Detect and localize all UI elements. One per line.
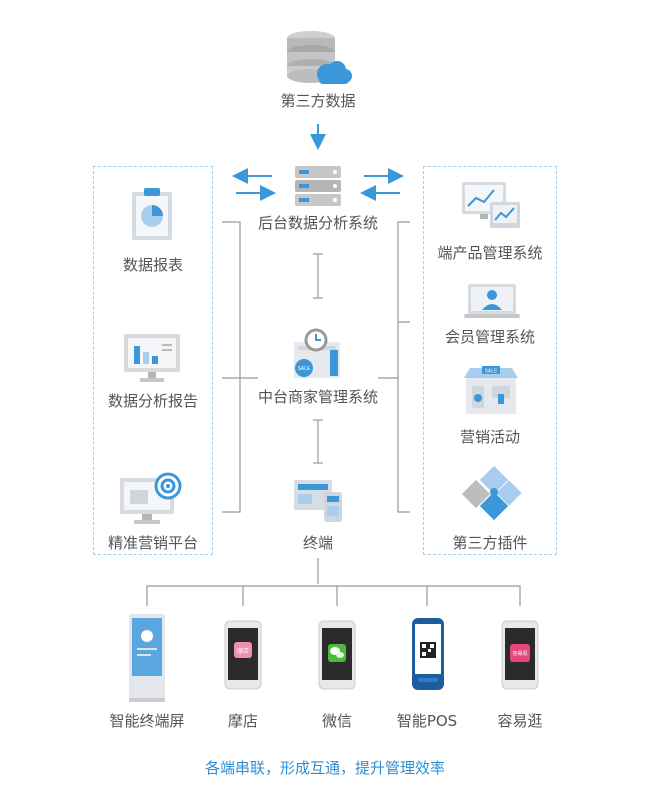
modian-app-label: 摩店 [237, 647, 249, 655]
terminal-label: 终端 [302, 534, 333, 552]
device-modian-label: 摩店 [227, 712, 258, 730]
store-sale-icon: SALE [464, 366, 518, 414]
right-panel [423, 166, 557, 555]
product-management-icon [462, 182, 520, 228]
rongyiguang-app-label: 容易逛 [512, 650, 527, 657]
database-cloud-icon [287, 31, 352, 84]
data-analysis-report-label: 数据分析报告 [107, 392, 198, 410]
terminal-devices-icon [294, 480, 342, 522]
third-party-plugin-label: 第三方插件 [452, 534, 528, 552]
puzzle-plugin-icon [461, 466, 522, 521]
phone-modian-icon: 摩店 [224, 620, 262, 690]
left-panel [93, 166, 213, 555]
device-wechat-label: 微信 [321, 712, 352, 730]
device-pos-label: 智能POS [396, 712, 458, 730]
middle-label: 中台商家管理系统 [257, 388, 378, 406]
marketing-activity-label: 营销活动 [459, 428, 520, 446]
left-bracket [222, 221, 258, 513]
third-party-data-label: 第三方数据 [280, 92, 356, 110]
device-branches [146, 585, 521, 606]
server-icon [295, 166, 341, 206]
clipboard-chart-icon [132, 188, 172, 240]
monitor-target-icon [120, 472, 182, 524]
monitor-bar-chart-icon [124, 334, 180, 382]
phone-rongyiguang-icon: 容易逛 [501, 620, 539, 690]
merchant-system-icon: SALE [294, 328, 340, 378]
store-sale-tag: SALE [485, 369, 498, 375]
product-management-label: 端产品管理系统 [437, 244, 543, 262]
precision-marketing-label: 精准营销平台 [107, 534, 198, 552]
device-rongyiguang-label: 容易逛 [497, 712, 543, 730]
device-kiosk-label: 智能终端屏 [109, 712, 185, 730]
data-report-label: 数据报表 [122, 256, 183, 274]
member-management-label: 会员管理系统 [444, 328, 535, 346]
kiosk-screen-icon [129, 614, 165, 702]
backend-label: 后台数据分析系统 [257, 214, 378, 232]
footer-slogan: 各端串联，形成互通，提升管理效率 [204, 759, 445, 777]
member-management-icon [464, 284, 520, 318]
sale-tag: SALE [298, 366, 311, 372]
right-bracket [378, 221, 410, 513]
phone-wechat-icon [318, 620, 356, 690]
smart-pos-icon [412, 618, 444, 690]
